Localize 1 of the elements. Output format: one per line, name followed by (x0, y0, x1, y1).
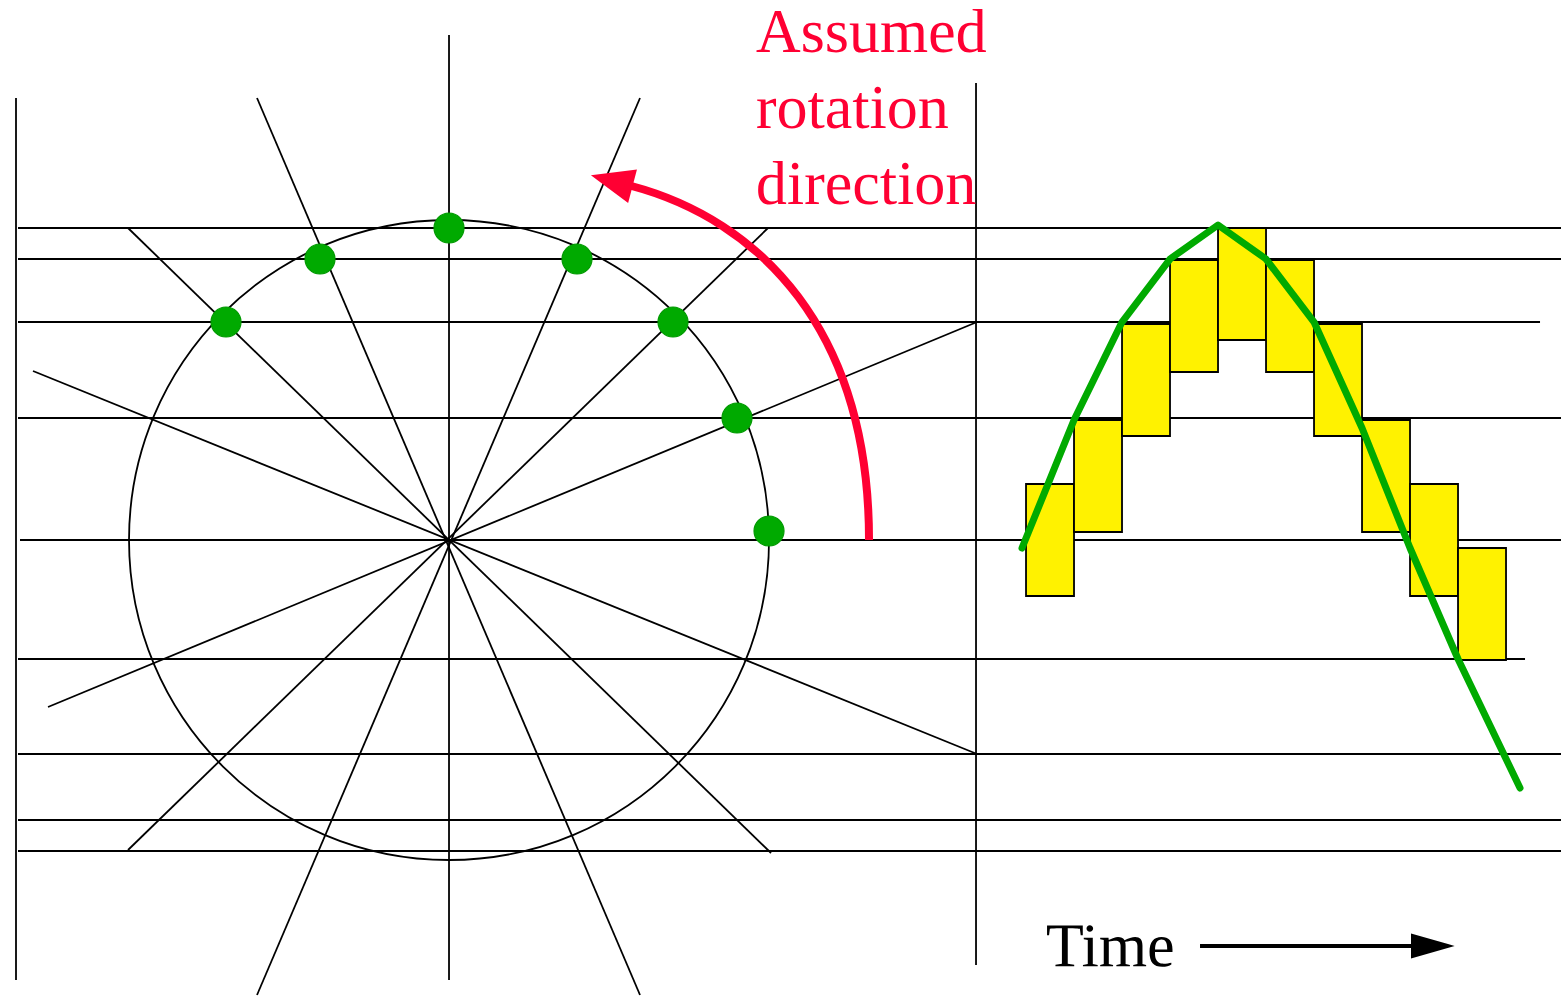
axis-label: Time (1047, 925, 1173, 967)
